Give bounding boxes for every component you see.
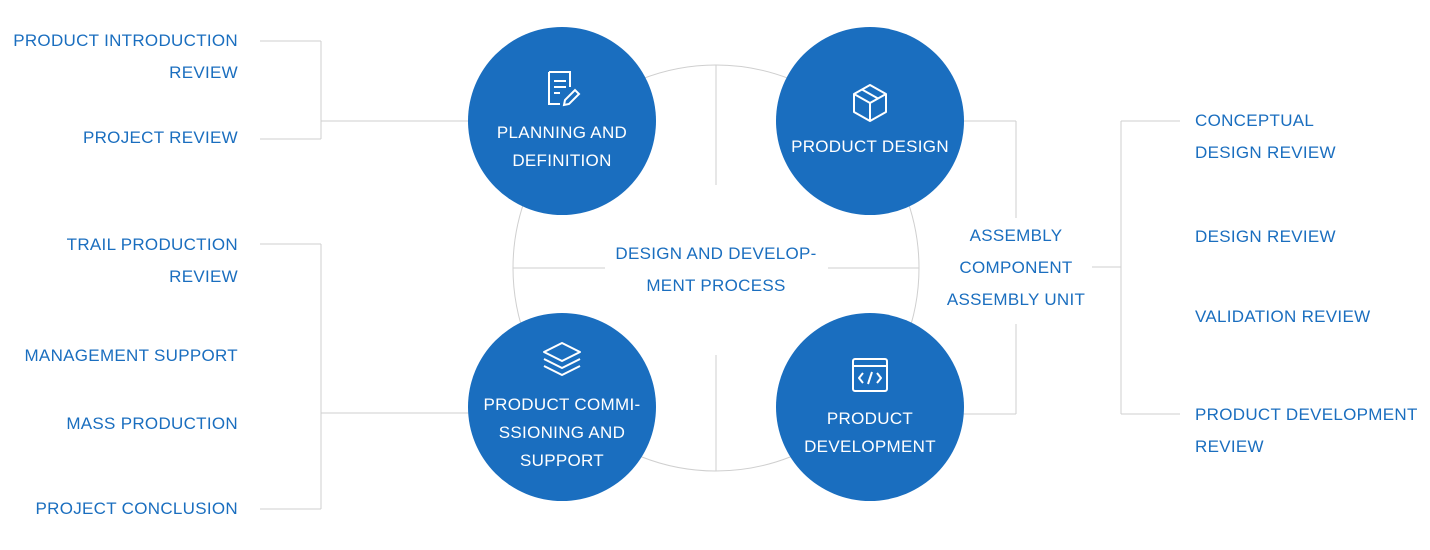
phase-product-development[interactable]: PRODUCT DEVELOPMENT bbox=[776, 313, 964, 501]
document-edit-icon bbox=[548, 71, 581, 107]
phase-label: PRODUCT DESIGN bbox=[791, 137, 949, 156]
phase-product-design[interactable]: PRODUCT DESIGN bbox=[776, 27, 964, 215]
phase-label: PRODUCT DEVELOPMENT bbox=[804, 409, 936, 456]
review-design: DESIGN REVIEW bbox=[1195, 227, 1336, 246]
review-product-development: PRODUCT DEVELOPMENT REVIEW bbox=[1195, 405, 1418, 456]
layers-icon bbox=[543, 342, 581, 376]
cube-icon bbox=[853, 84, 887, 122]
assembly-label: ASSEMBLY COMPONENT ASSEMBLY UNIT bbox=[946, 226, 1086, 309]
center-process-label: DESIGN AND DEVELOP- MENT PROCESS bbox=[615, 244, 817, 295]
review-validation: VALIDATION REVIEW bbox=[1195, 307, 1371, 326]
phase-label: PLANNING AND DEFINITION bbox=[496, 123, 628, 170]
code-window-icon bbox=[852, 358, 888, 392]
review-mass-production: MASS PRODUCTION bbox=[66, 414, 238, 433]
review-management-support: MANAGEMENT SUPPORT bbox=[24, 346, 238, 365]
review-project: PROJECT REVIEW bbox=[82, 128, 238, 147]
review-product-introduction: PRODUCT INTRODUCTION REVIEW bbox=[13, 31, 238, 82]
phase-planning-and-definition[interactable]: PLANNING AND DEFINITION bbox=[468, 27, 656, 215]
review-project-conclusion: PROJECT CONCLUSION bbox=[35, 499, 238, 518]
phase-label: PRODUCT COMMI- SSIONING AND SUPPORT bbox=[483, 395, 641, 470]
review-trail-production: TRAIL PRODUCTION REVIEW bbox=[66, 235, 238, 286]
review-conceptual-design: CONCEPTUAL DESIGN REVIEW bbox=[1195, 111, 1336, 162]
phase-product-commissioning-and-support[interactable]: PRODUCT COMMI- SSIONING AND SUPPORT bbox=[468, 313, 656, 501]
